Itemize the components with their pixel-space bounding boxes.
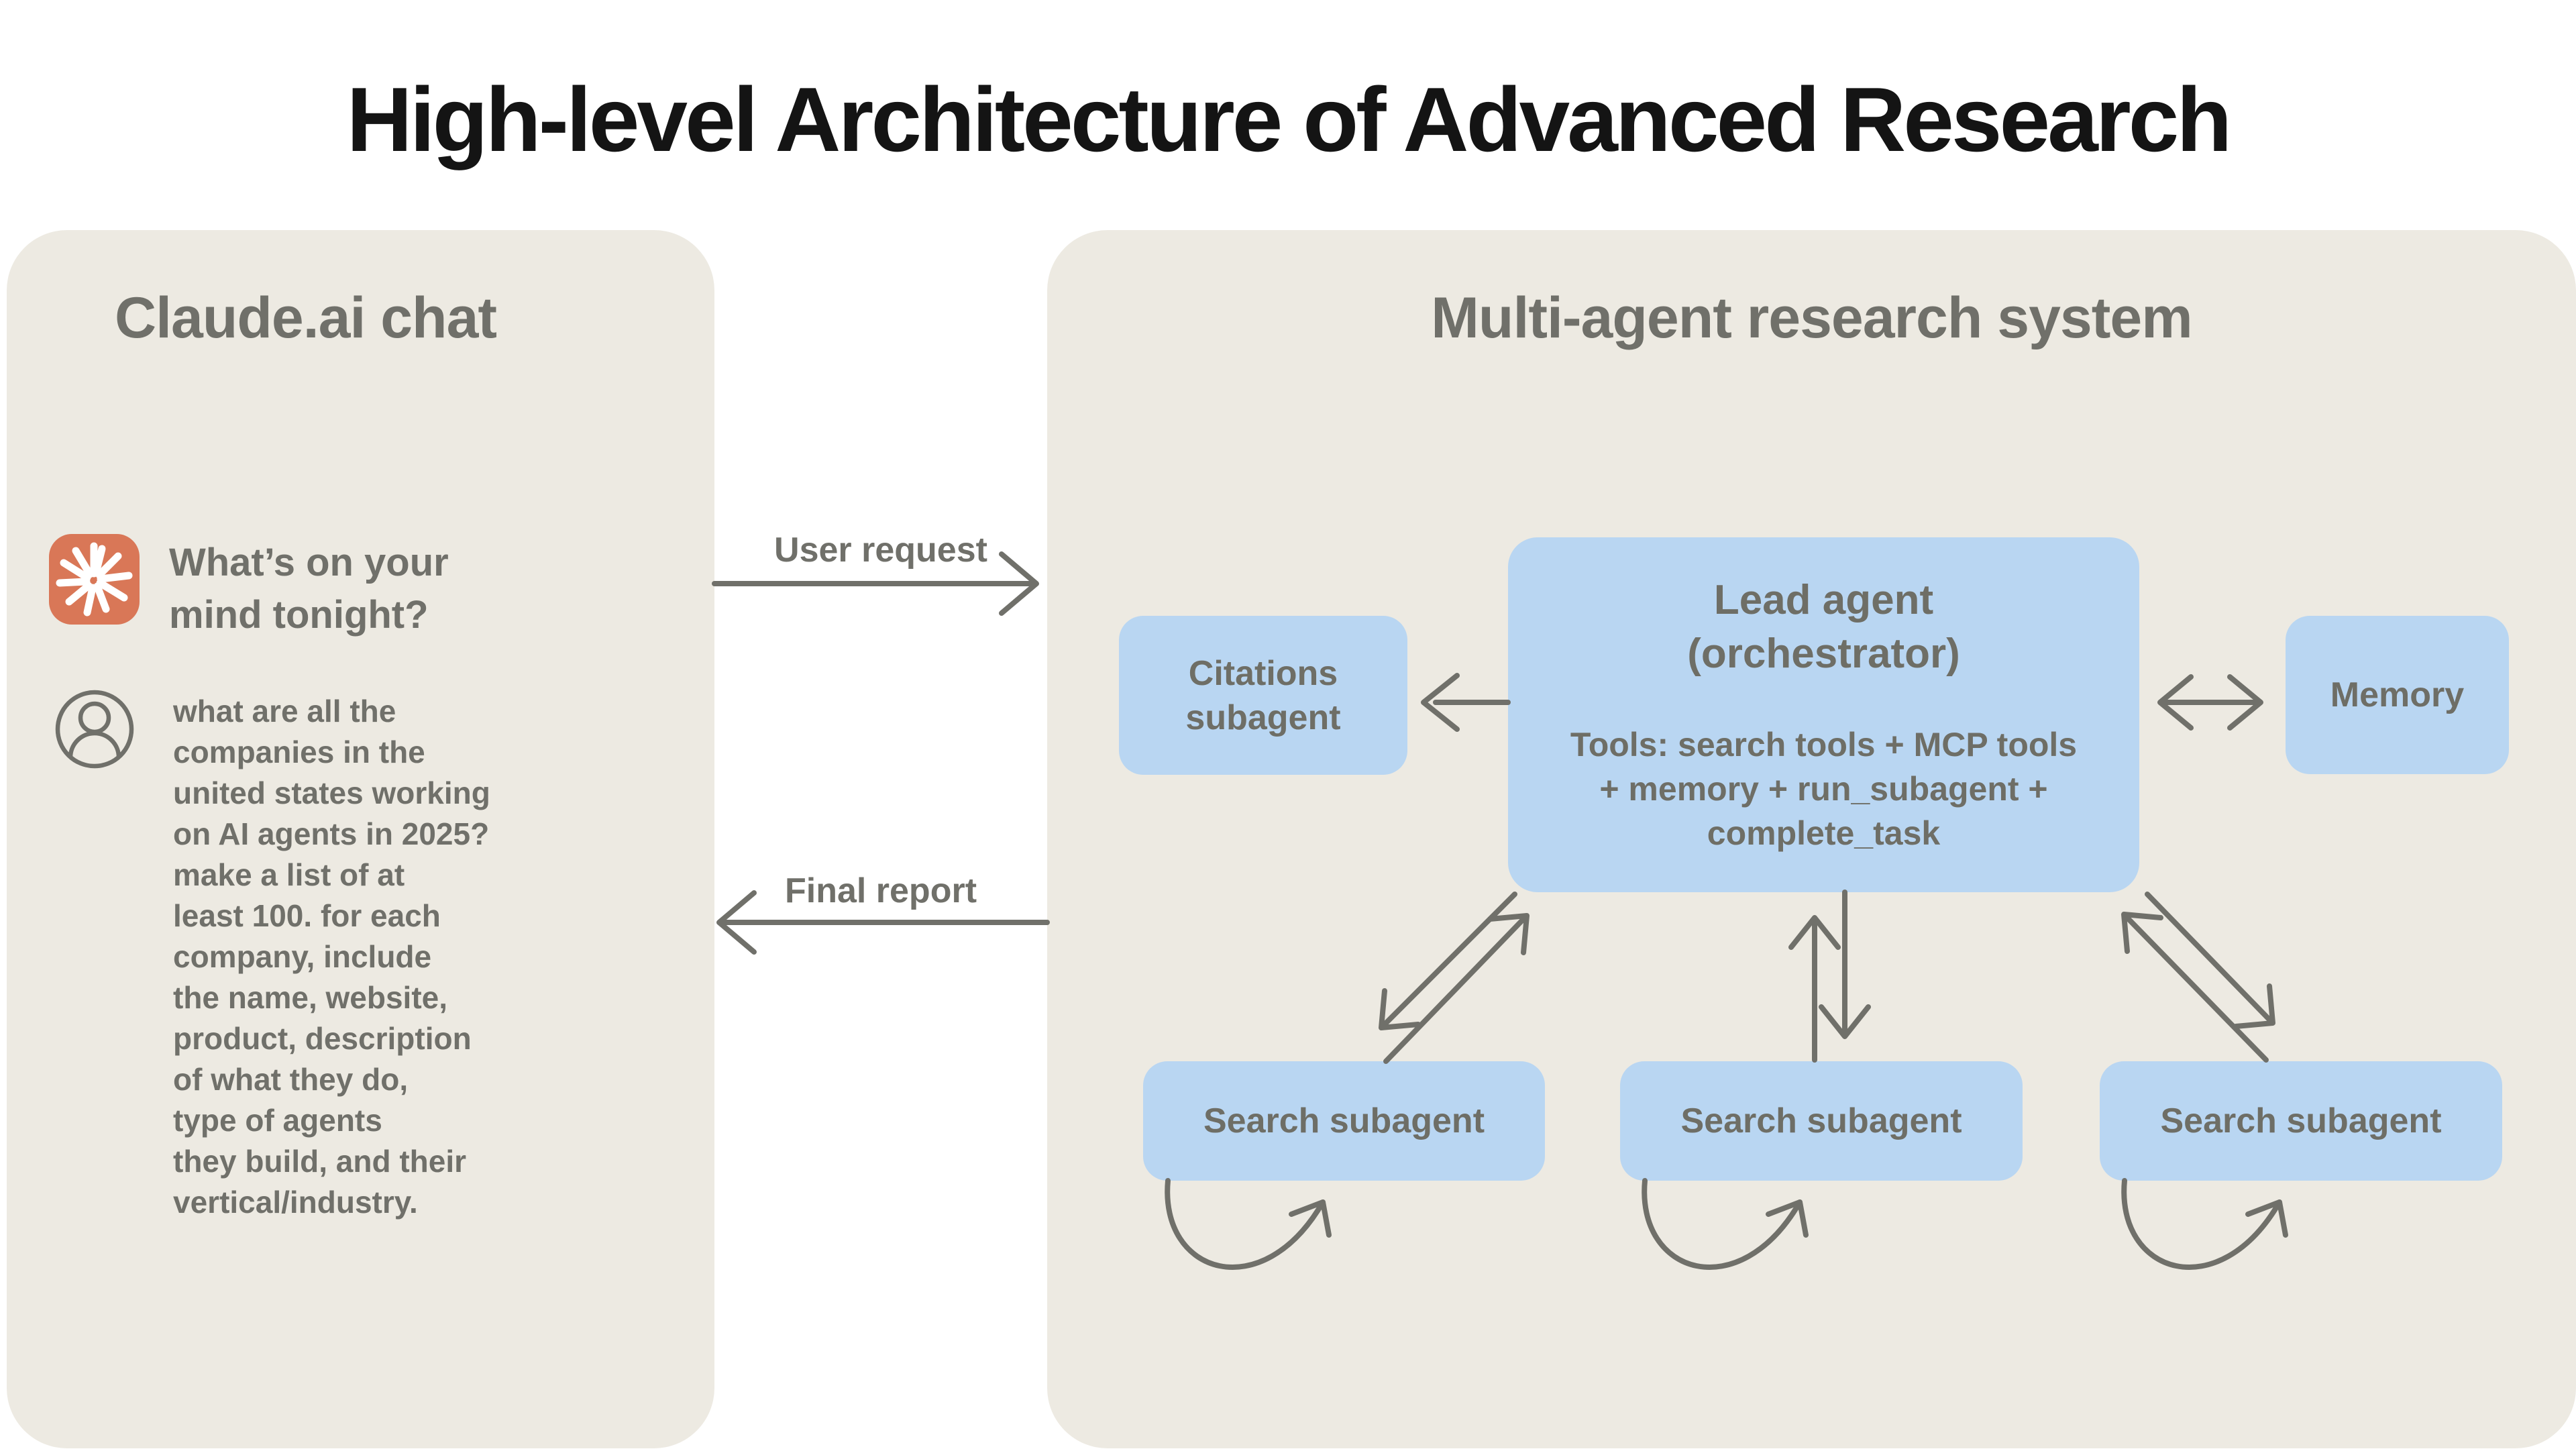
claude-logo-badge [49, 534, 140, 625]
claude-chat-panel [7, 230, 714, 1448]
claude-chat-heading: Claude.ai chat [115, 286, 497, 350]
search-subagent-label-1: Search subagent [1203, 1102, 1485, 1140]
search-subagent-box-2: Search subagent [1620, 1061, 2023, 1181]
memory-label: Memory [2330, 676, 2465, 714]
search-subagent-box-1: Search subagent [1143, 1061, 1545, 1181]
page-title: High-level Architecture of Advanced Rese… [346, 68, 2233, 170]
lead-agent-box: Lead agent (orchestrator) Tools: search … [1508, 537, 2139, 892]
user-request-label: User request [774, 531, 987, 570]
citations-subagent-box: Citations subagent [1119, 616, 1407, 775]
citations-subagent-label: Citations subagent [1185, 653, 1341, 737]
final-report-label: Final report [784, 871, 977, 910]
claude-starburst-icon [56, 542, 133, 616]
multi-agent-heading: Multi-agent research system [1431, 286, 2192, 350]
search-subagent-label-2: Search subagent [1680, 1102, 1962, 1140]
lead-agent-tools: Tools: search tools + MCP tools + memory… [1570, 726, 2078, 852]
memory-box: Memory [2286, 616, 2509, 774]
search-subagent-box-3: Search subagent [2100, 1061, 2502, 1181]
user-query: what are all the companies in the united… [173, 694, 490, 1220]
assistant-prompt: What’s on your mind tonight? [169, 541, 449, 637]
user-avatar-icon [54, 688, 136, 770]
search-subagent-label-3: Search subagent [2160, 1102, 2442, 1140]
lead-agent-title: Lead agent (orchestrator) [1687, 577, 1960, 677]
